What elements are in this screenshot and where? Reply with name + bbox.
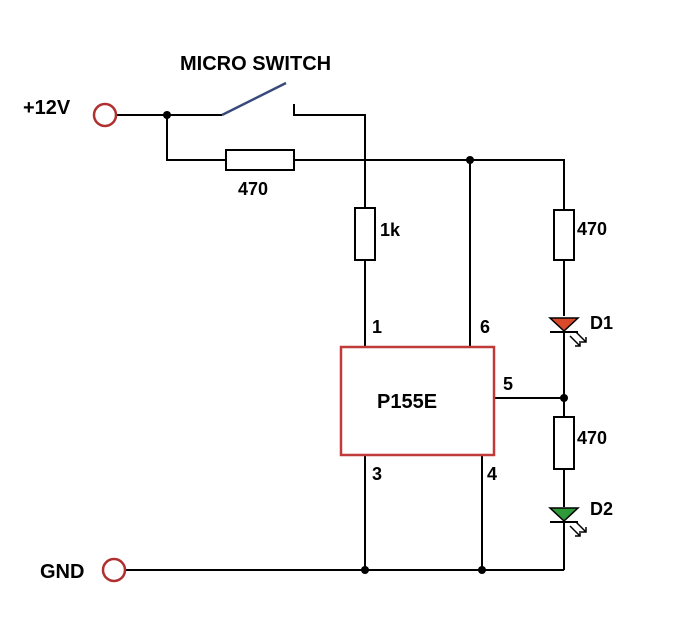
resistor-d1-label: 470: [577, 219, 607, 239]
gnd-terminal: [101, 557, 127, 583]
ic-pin-4: 4: [487, 464, 497, 484]
junctions: [163, 111, 568, 574]
ic-pin-6: 6: [480, 317, 490, 337]
wires: [117, 104, 565, 571]
wire-parallel-470: [166, 115, 226, 161]
led-d1-emission-arrows-icon: [569, 331, 587, 347]
vcc-terminal: [92, 102, 118, 128]
led-d1-triangle: [548, 317, 580, 333]
junction-dot: [163, 111, 171, 119]
led-d2-emission-arrows-icon: [569, 521, 587, 537]
ic-body: [339, 345, 496, 457]
led-d2: [548, 507, 587, 537]
switch-lever: [221, 81, 287, 117]
resistor-series: [225, 149, 295, 171]
gnd-label: GND: [40, 561, 84, 583]
resistor-d2: [553, 416, 575, 470]
junction-dot: [560, 394, 568, 402]
ic-pin-3: 3: [372, 464, 382, 484]
led-d1: [548, 317, 587, 347]
ic-pin-1: 1: [372, 317, 382, 337]
micro-switch: [221, 81, 295, 117]
led-d2-label: D2: [590, 499, 613, 519]
switch-title: MICRO SWITCH: [180, 53, 331, 75]
wire-top-rail: [294, 159, 565, 210]
vcc-label: +12V: [23, 97, 71, 119]
ic-name: P155E: [377, 391, 437, 413]
resistor-pin1: [354, 207, 376, 261]
wire-switch-to-1k: [293, 104, 366, 208]
junction-dot: [466, 156, 474, 164]
resistor-pin1-label: 1k: [380, 220, 401, 240]
led-d1-label: D1: [590, 313, 613, 333]
junction-dot: [478, 566, 486, 574]
ic-pin-5: 5: [503, 374, 513, 394]
resistor-series-label: 470: [238, 179, 268, 199]
junction-dot: [361, 566, 369, 574]
led-d2-triangle: [548, 507, 580, 523]
resistor-d2-label: 470: [577, 428, 607, 448]
resistor-d1: [553, 209, 575, 261]
